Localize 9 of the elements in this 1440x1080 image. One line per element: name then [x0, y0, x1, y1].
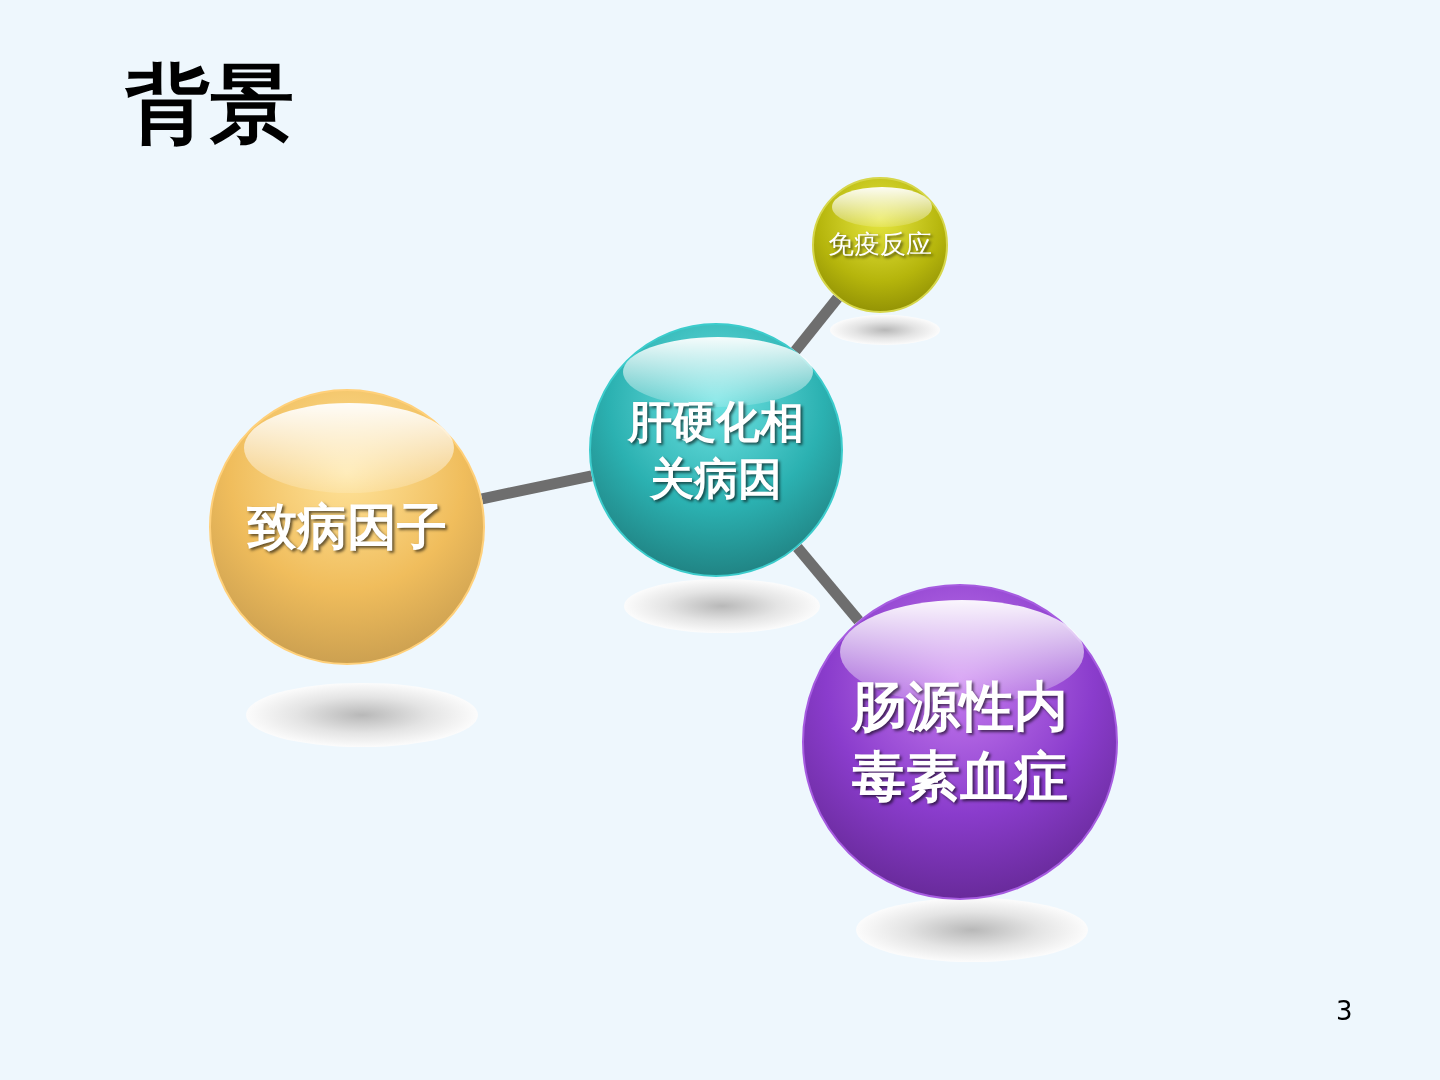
node-label: 肠源性内毒素血症	[850, 673, 1069, 810]
node-label: 免疫反应	[827, 228, 933, 262]
slide-title: 背景	[126, 62, 294, 146]
connector-rod	[791, 294, 842, 355]
connector-rod	[793, 543, 863, 625]
connector-rod	[480, 470, 593, 505]
node-label: 肝硬化相关病因	[626, 394, 805, 506]
page-number: 3	[1336, 995, 1353, 1028]
node-label: 致病因子	[246, 496, 448, 558]
